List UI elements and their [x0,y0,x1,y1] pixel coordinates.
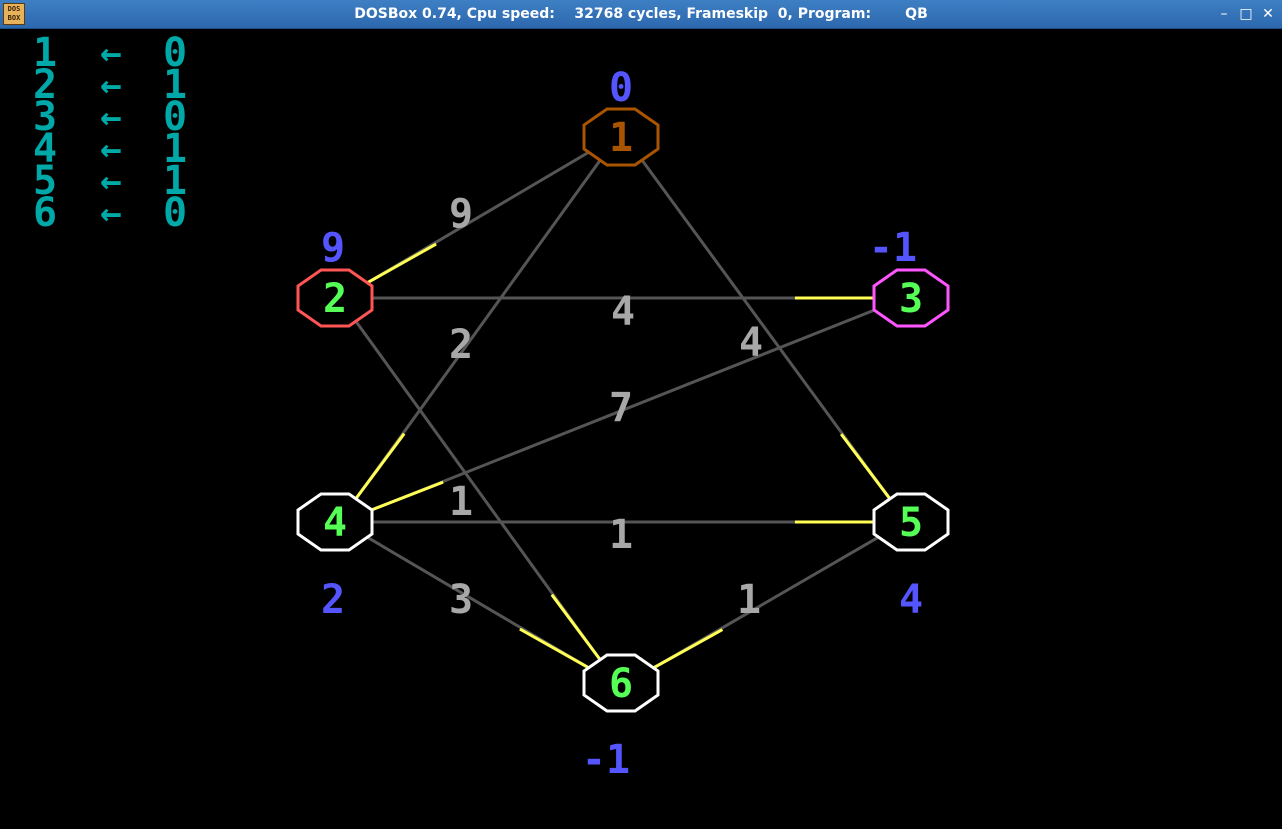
assignment-value: 0 [163,190,187,236]
assignment-row-2: 2 ← 1 [33,62,187,108]
edge-highlight-3-4 [368,480,444,513]
graph-node-3[interactable]: 3 [872,268,950,328]
node-value-1: 0 [609,65,633,111]
graph-node-2[interactable]: 2 [296,268,374,328]
graph-node-6[interactable]: 6 [582,653,660,713]
assignment-arrow: ← [100,161,122,202]
edge-weight-5-6: 1 [737,577,761,623]
assignment-node: 1 [33,30,57,76]
assignment-node: 4 [33,126,57,172]
node-outline-1 [582,107,660,167]
assignment-row-3: 3 ← 0 [33,94,187,140]
assignment-node: 6 [33,190,57,236]
assignment-arrow: ← [100,97,122,138]
assignment-value: 1 [163,158,187,204]
assignment-row-5: 5 ← 1 [33,158,187,204]
node-outline-3 [872,268,950,328]
assignment-value: 1 [163,126,187,172]
icon-text-bottom: BOX [7,14,21,22]
edge-weight-2-3: 4 [611,289,635,335]
assignment-arrow: ← [100,33,122,74]
assignment-node: 5 [33,158,57,204]
node-value-4: 2 [321,577,345,623]
edge-weight-2-6: 1 [449,479,473,525]
node-number-3: 3 [899,276,923,322]
node-outline-2 [296,268,374,328]
node-number-6: 6 [609,661,633,707]
node-value-5: 4 [899,577,923,623]
node-value-6: -1 [582,737,630,783]
graph-node-1[interactable]: 1 [582,107,660,167]
assignment-row-6: 6 ← 0 [33,190,187,236]
assignment-node: 3 [33,94,57,140]
window-title: DOSBox 0.74, Cpu speed: 32768 cycles, Fr… [354,6,928,22]
assignment-node: 2 [33,62,57,108]
node-outline-5 [872,492,950,552]
edge-weight-1-2: 9 [449,191,473,237]
minimize-button[interactable]: – [1220,6,1228,22]
graph-node-4[interactable]: 4 [296,492,374,552]
assignment-row-1: 1 ← 0 [33,30,187,76]
edge-weight-4-6: 3 [449,577,473,623]
node-number-1: 1 [609,115,633,161]
icon-text-top: DOS [7,5,21,13]
edge-weight-1-5: 4 [739,320,763,366]
graph-node-5[interactable]: 5 [872,492,950,552]
assignment-value: 0 [163,94,187,140]
node-outline-4 [296,492,374,552]
assignment-list: 1 ← 0 2 ← 1 3 ← 0 4 ← 1 5 ← 1 6 ← 0 [33,30,187,236]
assignment-arrow: ← [100,65,122,106]
edge-highlight-1-2 [365,242,437,285]
node-number-4: 4 [323,500,347,546]
assignment-arrow: ← [100,193,122,234]
node-value-2: 9 [321,225,345,271]
node-outline-6 [582,653,660,713]
assignment-row-4: 4 ← 1 [33,126,187,172]
node-number-2: 2 [323,276,347,322]
edge-3-4 [367,307,879,513]
node-number-5: 5 [899,500,923,546]
edges-layer [355,150,891,670]
edge-weight-4-5: 1 [609,512,633,558]
edge-weight-3-4: 7 [609,385,633,431]
assignment-arrow: ← [100,129,122,170]
close-button[interactable]: ✕ [1262,6,1274,22]
assignment-value: 0 [163,30,187,76]
edge-highlight-1-4 [355,432,406,499]
maximize-button[interactable]: □ [1239,6,1253,22]
node-value-3: -1 [869,225,917,271]
edge-highlight-4-6 [519,627,591,670]
edge-highlight-2-6 [550,593,601,660]
assignment-value: 1 [163,62,187,108]
edge-weight-1-4: 2 [449,322,473,368]
edge-highlight-1-5 [840,433,891,499]
edge-highlight-5-6 [651,628,724,670]
nodes-layer: 1 2 3 4 5 6 [296,107,950,713]
